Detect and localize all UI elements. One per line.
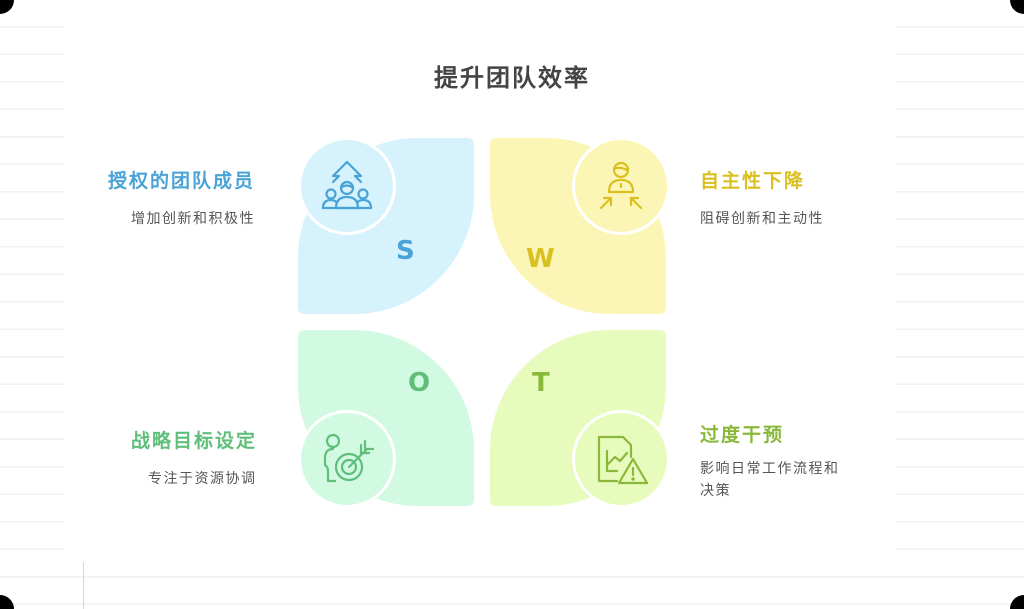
opportunity-heading: 战略目标设定 [131, 430, 258, 452]
opportunity-letter: O [408, 368, 431, 398]
diagram-title: 提升团队效率 [434, 63, 590, 92]
strength-letter: S [396, 236, 415, 266]
threat-heading: 过度干预 [700, 424, 785, 446]
opportunity-icon-circle [298, 410, 396, 508]
threat-description-line: 影响日常工作流程和 [700, 461, 840, 477]
team-growth-icon [321, 160, 373, 210]
threat-icon-circle [572, 410, 670, 508]
strength-description: 增加创新和积极性 [131, 211, 255, 227]
weakness-letter: W [526, 244, 555, 274]
opportunity-description: 专注于资源协调 [148, 471, 257, 487]
weakness-icon-circle [572, 137, 670, 235]
strength-icon-circle [298, 137, 396, 235]
person-target-icon [323, 433, 375, 483]
threat-letter: T [532, 368, 550, 398]
diagram-canvas [64, 0, 896, 552]
threat-description-line: 决策 [700, 483, 731, 499]
weakness-description: 阻碍创新和主动性 [700, 211, 824, 227]
person-pressure-icon [599, 161, 643, 210]
threat-description: 影响日常工作流程和 决策 [700, 458, 840, 502]
report-warning-icon [597, 435, 649, 485]
window-corner [1010, 595, 1024, 609]
strength-heading: 授权的团队成员 [108, 170, 256, 192]
margin-line [83, 562, 84, 609]
weakness-heading: 自主性下降 [700, 170, 806, 192]
